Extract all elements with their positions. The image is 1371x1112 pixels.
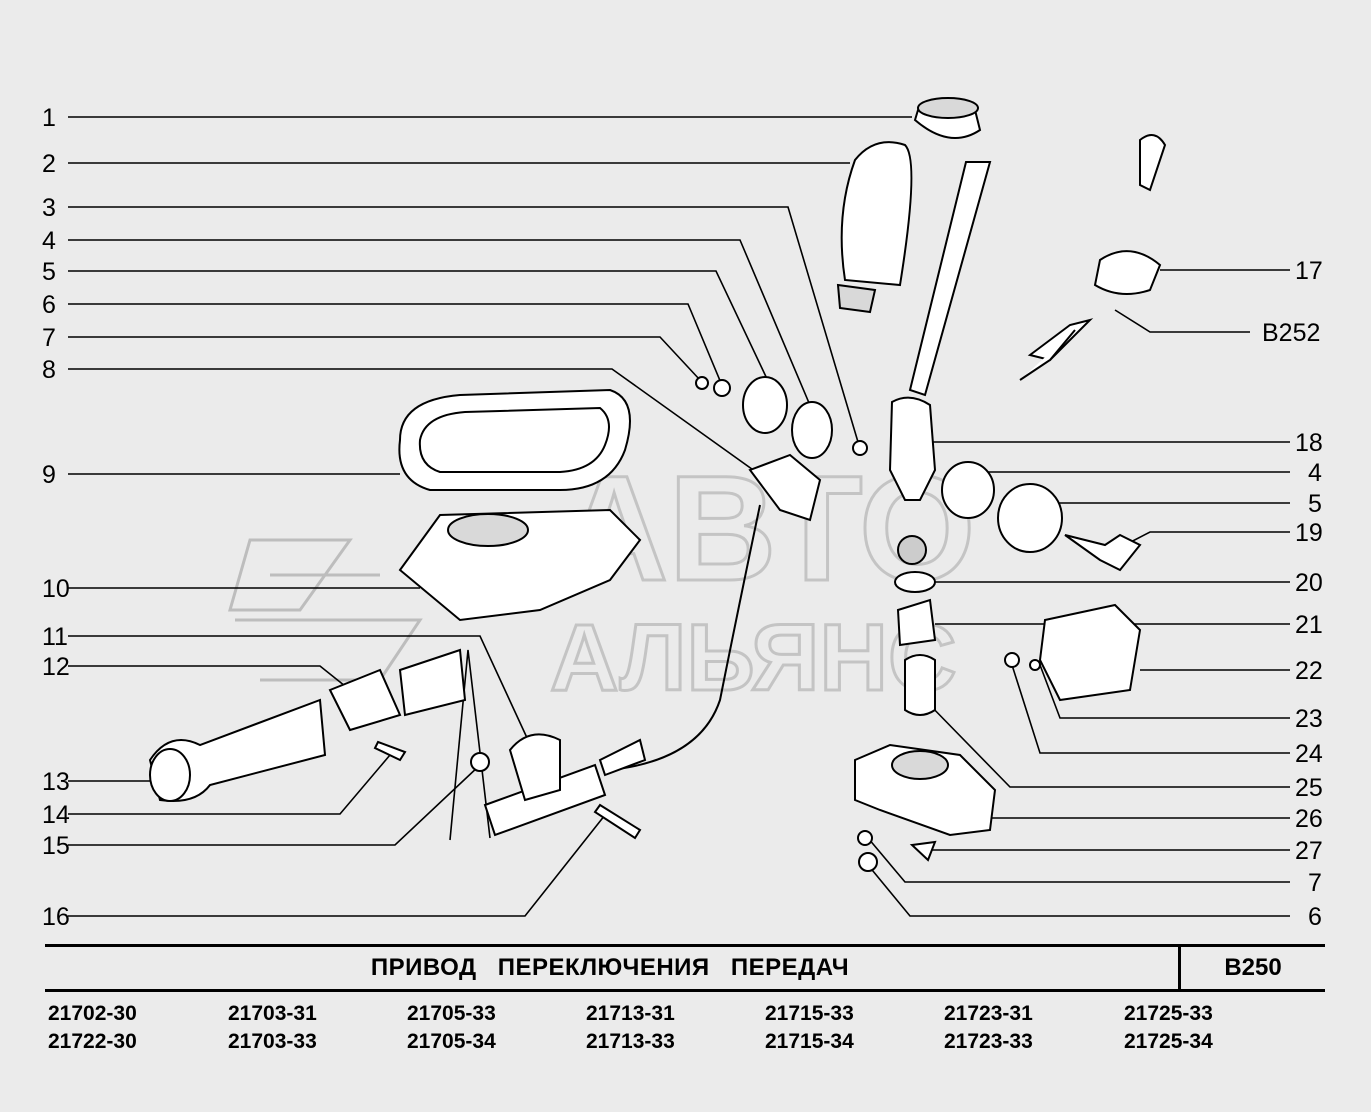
callout-26: 26	[1295, 805, 1323, 833]
model-code: 21723-31	[944, 1002, 1033, 1025]
callout-7-right: 7	[1308, 869, 1322, 897]
part-2-knob	[836, 141, 913, 314]
model-column-5: 21715-33 21715-34	[765, 1000, 935, 1056]
title-separator	[1178, 946, 1181, 990]
page-title: ПРИВОД ПЕРЕКЛЮЧЕНИЯ ПЕРЕДАЧ	[370, 954, 850, 981]
callout-b252: В252	[1262, 319, 1320, 347]
callout-6: 6	[42, 291, 56, 319]
part-small-hardware	[373, 376, 1142, 872]
model-code: 21703-31	[228, 1002, 317, 1025]
model-column-6: 21723-31 21723-33	[944, 1000, 1114, 1056]
callout-24: 24	[1295, 740, 1323, 768]
title-bar: ПРИВОД ПЕРЕКЛЮЧЕНИЯ ПЕРЕДАЧ В250	[45, 946, 1325, 990]
callout-5: 5	[42, 258, 56, 286]
callout-19: 19	[1295, 519, 1323, 547]
part-lever	[888, 161, 992, 565]
part-gasket-and-boot	[398, 388, 642, 622]
part-13-boot-and-joint	[148, 648, 467, 802]
part-linkage-rod	[483, 453, 822, 837]
callout-1: 1	[42, 104, 56, 132]
callout-14: 14	[42, 801, 70, 829]
model-column-4: 21713-31 21713-33	[586, 1000, 756, 1056]
callout-2: 2	[42, 150, 56, 178]
callout-11: 11	[42, 623, 68, 651]
model-code: 21725-34	[1124, 1030, 1213, 1053]
model-code: 21702-30	[48, 1002, 137, 1025]
model-column-2: 21703-31 21703-33	[228, 1000, 398, 1056]
callout-numbers-left: 1 2 3 4 5 6 7 8 9 10 11 12 13 14 15 16	[42, 104, 70, 931]
callout-9: 9	[42, 461, 56, 489]
part-1-knob-cap	[913, 97, 982, 139]
model-code: 21715-34	[765, 1030, 854, 1053]
model-code: 21713-31	[586, 1002, 675, 1025]
title-top-rule	[45, 944, 1325, 947]
callout-15: 15	[42, 832, 70, 860]
model-code: 21705-33	[407, 1002, 496, 1025]
callout-22: 22	[1295, 657, 1323, 685]
title-bottom-rule	[45, 989, 1325, 992]
model-code: 21725-33	[1124, 1002, 1213, 1025]
model-code: 21722-30	[48, 1030, 137, 1053]
callout-17: 17	[1295, 257, 1323, 285]
callout-5-right: 5	[1308, 490, 1322, 518]
callout-20: 20	[1295, 569, 1323, 597]
callout-21: 21	[1295, 611, 1323, 639]
model-column-3: 21705-33 21705-34	[407, 1000, 577, 1056]
model-column-1: 21702-30 21722-30	[48, 1000, 218, 1056]
model-code: 21723-33	[944, 1030, 1033, 1053]
callout-6-right: 6	[1308, 903, 1322, 931]
callout-18: 18	[1295, 429, 1323, 457]
callout-16: 16	[42, 903, 70, 931]
model-list: 21702-30 21722-30 21703-31 21703-33 2170…	[48, 1000, 1338, 1060]
callout-13: 13	[42, 768, 70, 796]
callout-8: 8	[42, 356, 56, 384]
callout-12: 12	[42, 653, 70, 681]
callout-10: 10	[42, 575, 70, 603]
callout-4-right: 4	[1308, 459, 1322, 487]
model-code: 21713-33	[586, 1030, 675, 1053]
part-17-shifter-assembly	[1019, 134, 1167, 381]
model-column-7: 21725-33 21725-34	[1124, 1000, 1294, 1056]
model-code: 21705-34	[407, 1030, 496, 1053]
callout-3: 3	[42, 194, 56, 222]
watermark-text-2: АЛЬЯНС	[550, 605, 957, 711]
callout-23: 23	[1295, 705, 1323, 733]
callout-4: 4	[42, 227, 56, 255]
callout-7: 7	[42, 324, 56, 352]
callout-27: 27	[1295, 837, 1323, 865]
model-code: 21703-33	[228, 1030, 317, 1053]
sheet-code: В250	[1224, 954, 1282, 981]
callout-25: 25	[1295, 774, 1323, 802]
model-code: 21715-33	[765, 1002, 854, 1025]
leader-lines-left	[68, 116, 912, 917]
parts-diagram: АВТО АЛЬЯНС	[42, 97, 1323, 931]
callout-numbers-right: 17 В252 18 4 5 19 20 21 22 23 24 25 26 2…	[1262, 257, 1323, 931]
